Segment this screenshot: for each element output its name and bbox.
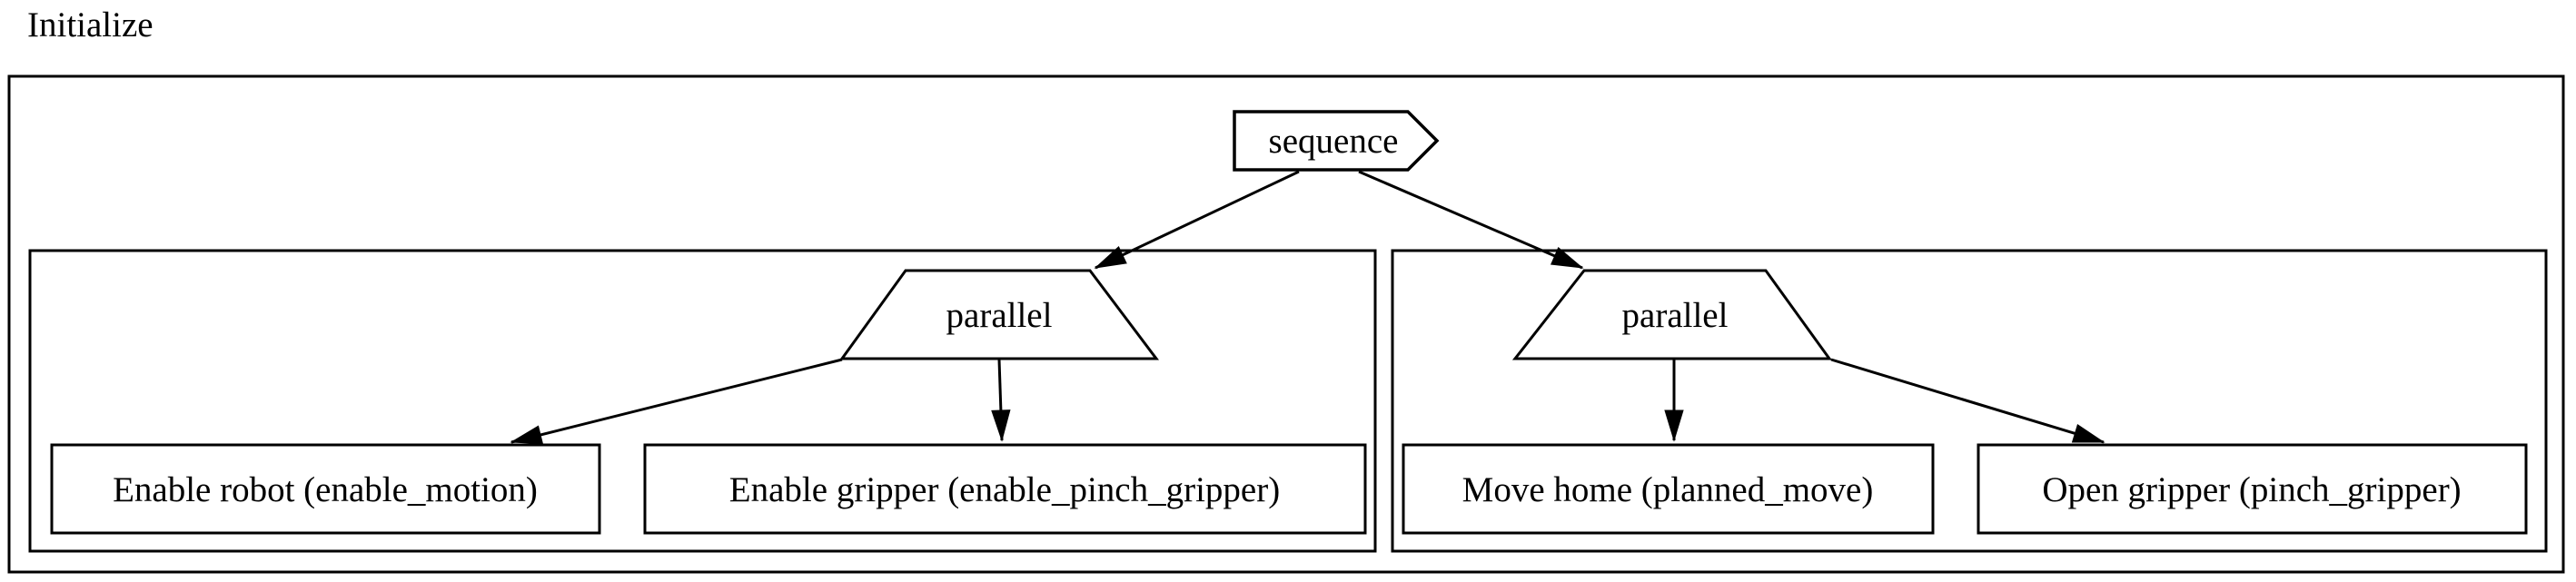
leaf-enable-gripper-label: Enable gripper (enable_pinch_gripper) [729, 470, 1280, 509]
cluster-initialize-border [7, 74, 2565, 574]
cluster-title: Initialize [27, 5, 154, 44]
leaf-open-gripper-shape [1977, 443, 2528, 535]
edge-sequence-to-parallel-right [1358, 170, 1584, 270]
parallel-left-node-shape [839, 269, 1160, 360]
sequence-node-shape [1233, 110, 1440, 172]
parallel-left-node-label: parallel [946, 296, 1053, 335]
sequence-node-label: sequence [1269, 122, 1399, 161]
edge-parallel-right-to-open-gripper [1830, 358, 2105, 444]
edge-parallel-left-to-enable-gripper [991, 359, 1011, 442]
cluster-right-border [1391, 249, 2548, 553]
leaf-enable-gripper-shape [643, 443, 1367, 535]
leaf-open-gripper-label: Open gripper (pinch_gripper) [2042, 470, 2461, 509]
parallel-right-node-shape [1511, 269, 1832, 360]
leaf-enable-robot-shape [50, 443, 601, 535]
edge-parallel-left-to-enable-robot [510, 358, 843, 445]
leaf-move-home-shape [1402, 443, 1935, 535]
leaf-enable-robot-label: Enable robot (enable_motion) [113, 470, 538, 509]
parallel-right-node-label: parallel [1622, 296, 1729, 335]
edge-sequence-to-parallel-left [1094, 170, 1300, 270]
cluster-left-border [28, 249, 1377, 553]
leaf-move-home-label: Move home (planned_move) [1462, 470, 1874, 509]
